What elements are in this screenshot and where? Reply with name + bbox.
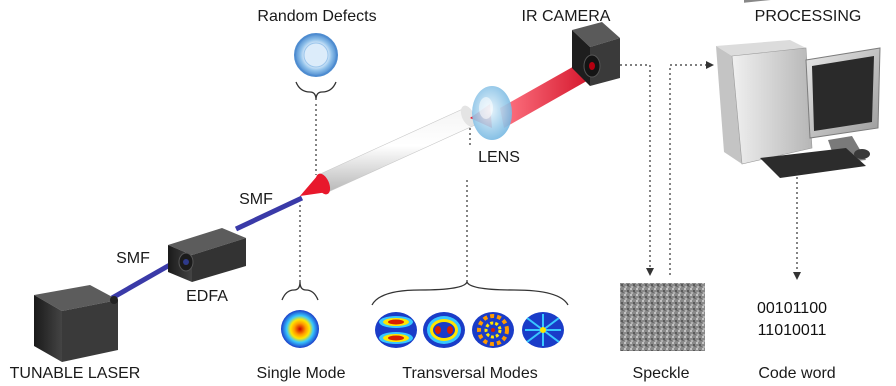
- brace-defects: [295, 81, 337, 101]
- tunable-laser-label: TUNABLE LASER: [9, 365, 141, 382]
- beam-to-camera: [500, 60, 592, 128]
- laser-icon: [34, 285, 118, 362]
- fiber-lower: [110, 259, 177, 301]
- mode-pattern-icon: [522, 312, 564, 348]
- processing-label: PROCESSING: [754, 8, 862, 25]
- edfa-icon: [168, 228, 246, 282]
- dotted-leaders: [299, 64, 798, 282]
- transversal-mode-patterns: [375, 312, 564, 348]
- multimode-fiber-tube: [300, 105, 476, 196]
- brace-single-mode: [281, 281, 319, 301]
- code-word-bits: 00101100 11010011: [757, 298, 827, 342]
- leader-arrowheads: [646, 61, 801, 280]
- transversal-modes-label: Transversal Modes: [402, 365, 538, 382]
- lens-label: LENS: [478, 149, 520, 166]
- lens-icon: [472, 86, 512, 140]
- smf-lower-label: SMF: [116, 250, 150, 267]
- smf-upper-label: SMF: [239, 191, 273, 208]
- code-word-label: Code word: [758, 365, 836, 382]
- code-word-line: 11010011: [757, 322, 827, 339]
- ir-camera-label: IR CAMERA: [521, 8, 611, 25]
- random-defects-label: Random Defects: [257, 8, 377, 25]
- fiber-upper: [234, 195, 304, 232]
- brace-transversal-modes: [371, 280, 569, 306]
- mode-pattern-icon: [472, 312, 514, 348]
- code-word-line: 00101100: [757, 300, 827, 317]
- mode-pattern-icon: [375, 312, 417, 348]
- computer-icon: [716, 0, 881, 178]
- mode-pattern-icon: [281, 310, 319, 348]
- edfa-label: EDFA: [186, 288, 228, 305]
- defect-icon: [294, 33, 338, 77]
- single-mode-label: Single Mode: [256, 365, 346, 382]
- speckle-label: Speckle: [632, 365, 690, 382]
- speckle-image: [620, 283, 705, 351]
- camera-icon: [572, 22, 620, 86]
- mode-pattern-icon: [423, 312, 465, 348]
